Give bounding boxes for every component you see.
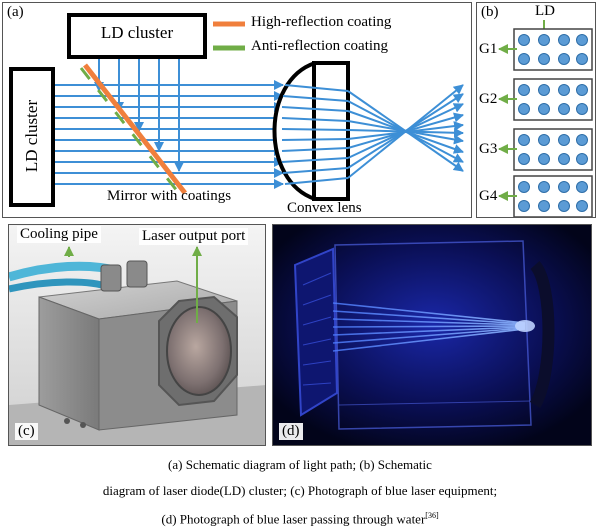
light-path-svg: [9, 13, 464, 207]
top-ld-cluster-label: LD cluster: [100, 23, 174, 42]
diode-group-g1: [498, 28, 593, 71]
group-label-g3: G3: [479, 141, 498, 157]
caption-line-3: (d) Photograph of blue laser passing thr…: [0, 503, 600, 532]
legend-anti-reflection-text: Anti-reflection coating: [251, 38, 389, 54]
mirror-with-coatings: [79, 63, 187, 197]
vertical-beams: [94, 59, 184, 172]
left-ld-cluster-box: [9, 67, 55, 207]
group-label-g4: G4: [479, 188, 498, 204]
figure-caption: (a) Schematic diagram of light path; (b)…: [0, 452, 600, 532]
panel-d-blue-laser-through-water-photo: (d): [272, 224, 592, 446]
left-ld-cluster-label: LD cluster: [22, 99, 41, 173]
cooling-pipe-label: Cooling pipe: [17, 226, 101, 243]
ld-label: LD: [535, 3, 555, 19]
panel-c-label: (c): [15, 423, 38, 440]
anti-reflection-coating-line: [79, 67, 183, 197]
diode-group-g4: [498, 175, 593, 217]
horizontal-beams: [55, 80, 284, 189]
laser-equipment-illustration: [9, 225, 265, 445]
panel-a-label: (a): [7, 4, 24, 20]
diode-group-g2: [498, 78, 593, 121]
panel-d-label: (d): [279, 423, 303, 440]
caption-line-3-text: (d) Photograph of blue laser passing thr…: [161, 511, 426, 527]
caption-line-1: (a) Schematic diagram of light path; (b)…: [168, 457, 432, 472]
panel-c-laser-equipment-photo: Cooling pipe Laser output port (c): [8, 224, 266, 446]
laser-output-port-label: Laser output port: [139, 228, 249, 245]
ld-cluster-svg: [498, 20, 593, 217]
mirror-label: Mirror with coatings: [107, 188, 232, 204]
diode-group-g3: [498, 128, 593, 171]
group-label-g2: G2: [479, 91, 498, 107]
high-reflection-coating-line: [83, 63, 187, 195]
panel-a-light-path-diagram: (a) LD cluster LD cluster High-reflectio…: [2, 2, 472, 218]
top-ld-cluster-box: [67, 13, 207, 59]
caption-line-2: diagram of laser diode(LD) cluster; (c) …: [102, 482, 498, 498]
panel-b-label: (b): [481, 4, 499, 20]
lens-internal-beams: [281, 84, 349, 185]
focused-beams: [347, 84, 464, 179]
caption-reference: [36]: [425, 511, 439, 520]
blue-laser-illustration: [273, 225, 591, 445]
legend-high-reflection-text: High-reflection coating: [251, 14, 392, 30]
lens-label: Convex lens: [287, 200, 362, 216]
group-label-g1: G1: [479, 41, 498, 57]
panel-b-ld-cluster-diagram: (b) LD G1 G2 G3 G4: [476, 2, 596, 218]
